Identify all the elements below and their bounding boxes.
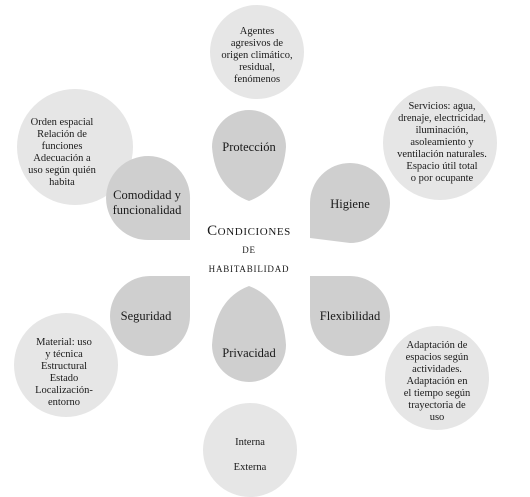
circle-seguridad-line: Material: uso	[36, 337, 92, 348]
center-title-line2: de	[242, 242, 256, 256]
circle-higiene-line: asoleamiento y	[410, 137, 474, 148]
circle-seguridad-line: Estado	[50, 373, 79, 384]
circle-seguridad	[14, 313, 118, 417]
circle-proteccion-line: origen climático,	[221, 50, 292, 61]
circle-proteccion-line: fenómenos	[234, 74, 280, 85]
circle-flexibilidad-line: Adaptación de	[407, 340, 468, 351]
petal-label-comodidad-line2: funcionalidad	[113, 203, 182, 217]
circle-flexibilidad-line: el tiempo según	[404, 388, 471, 399]
petal-comodidad	[106, 156, 191, 241]
circle-higiene-line: Espacio útil total	[406, 161, 477, 172]
petal-seguridad	[110, 276, 190, 356]
petal-proteccion	[212, 110, 286, 201]
circle-comodidad-line: funciones	[42, 141, 83, 152]
petal-flexibilidad	[310, 276, 390, 356]
circle-comodidad	[17, 89, 133, 205]
circle-flexibilidad-line: Adaptación en	[407, 376, 469, 387]
petal-label-proteccion: Protección	[222, 140, 276, 154]
petal-label-higiene: Higiene	[330, 197, 370, 211]
circle-text-comodidad: Orden espacial Relación de funciones Ade…	[28, 117, 96, 188]
circle-higiene	[383, 86, 497, 200]
circle-flexibilidad-line: trayectoria de	[408, 400, 466, 411]
circle-proteccion	[210, 5, 304, 99]
circle-higiene-line: iluminación,	[416, 125, 469, 136]
circle-flexibilidad-line: espacios según	[406, 352, 469, 363]
center-title-line3: habitabilidad	[209, 261, 290, 275]
center-title-line1: Condiciones	[207, 223, 291, 239]
circle-flexibilidad-line: uso	[430, 412, 445, 423]
petal-higiene	[310, 163, 390, 243]
circle-privacidad	[203, 403, 297, 497]
circle-proteccion-line: Agentes	[240, 26, 274, 37]
circle-comodidad-line: habita	[49, 177, 75, 188]
circle-seguridad-line: Localización-	[35, 385, 93, 396]
circle-privacidad-line: Externa	[234, 462, 267, 473]
circle-text-privacidad: Interna Externa	[234, 437, 267, 473]
circle-flexibilidad-line: actividades.	[412, 364, 462, 375]
circle-higiene-line: ventilación naturales.	[397, 149, 487, 160]
circle-text-seguridad: Material: uso y técnica Estructural Esta…	[35, 337, 93, 408]
circle-higiene-line: drenaje, electricidad,	[398, 113, 486, 124]
circle-comodidad-line: Adecuación a	[33, 153, 91, 164]
circle-comodidad-line: Relación de	[37, 129, 87, 140]
circle-higiene-line: Servicios: agua,	[408, 101, 475, 112]
circle-proteccion-line: agresivos de	[231, 38, 284, 49]
circle-proteccion-line: residual,	[239, 62, 275, 73]
petal-label-flexibilidad: Flexibilidad	[320, 309, 381, 323]
circle-privacidad-line: Interna	[235, 437, 265, 448]
petal-privacidad	[212, 286, 286, 382]
circle-seguridad-line: y técnica	[45, 349, 83, 360]
circle-seguridad-line: entorno	[48, 397, 80, 408]
petal-label-comodidad-line1: Comodidad y	[113, 188, 181, 202]
petal-label-seguridad: Seguridad	[121, 309, 172, 323]
circle-flexibilidad	[385, 326, 489, 430]
circle-comodidad-line: uso según quién	[28, 165, 96, 176]
circle-text-higiene: Servicios: agua, drenaje, electricidad, …	[397, 101, 487, 184]
circle-text-flexibilidad: Adaptación de espacios según actividades…	[404, 340, 471, 423]
petal-label-privacidad: Privacidad	[222, 346, 276, 360]
circle-comodidad-line: Orden espacial	[31, 117, 94, 128]
circle-text-proteccion: Agentes agresivos de origen climático, r…	[221, 26, 292, 85]
circle-seguridad-line: Estructural	[41, 361, 87, 372]
circle-higiene-line: o por ocupante	[411, 173, 474, 184]
